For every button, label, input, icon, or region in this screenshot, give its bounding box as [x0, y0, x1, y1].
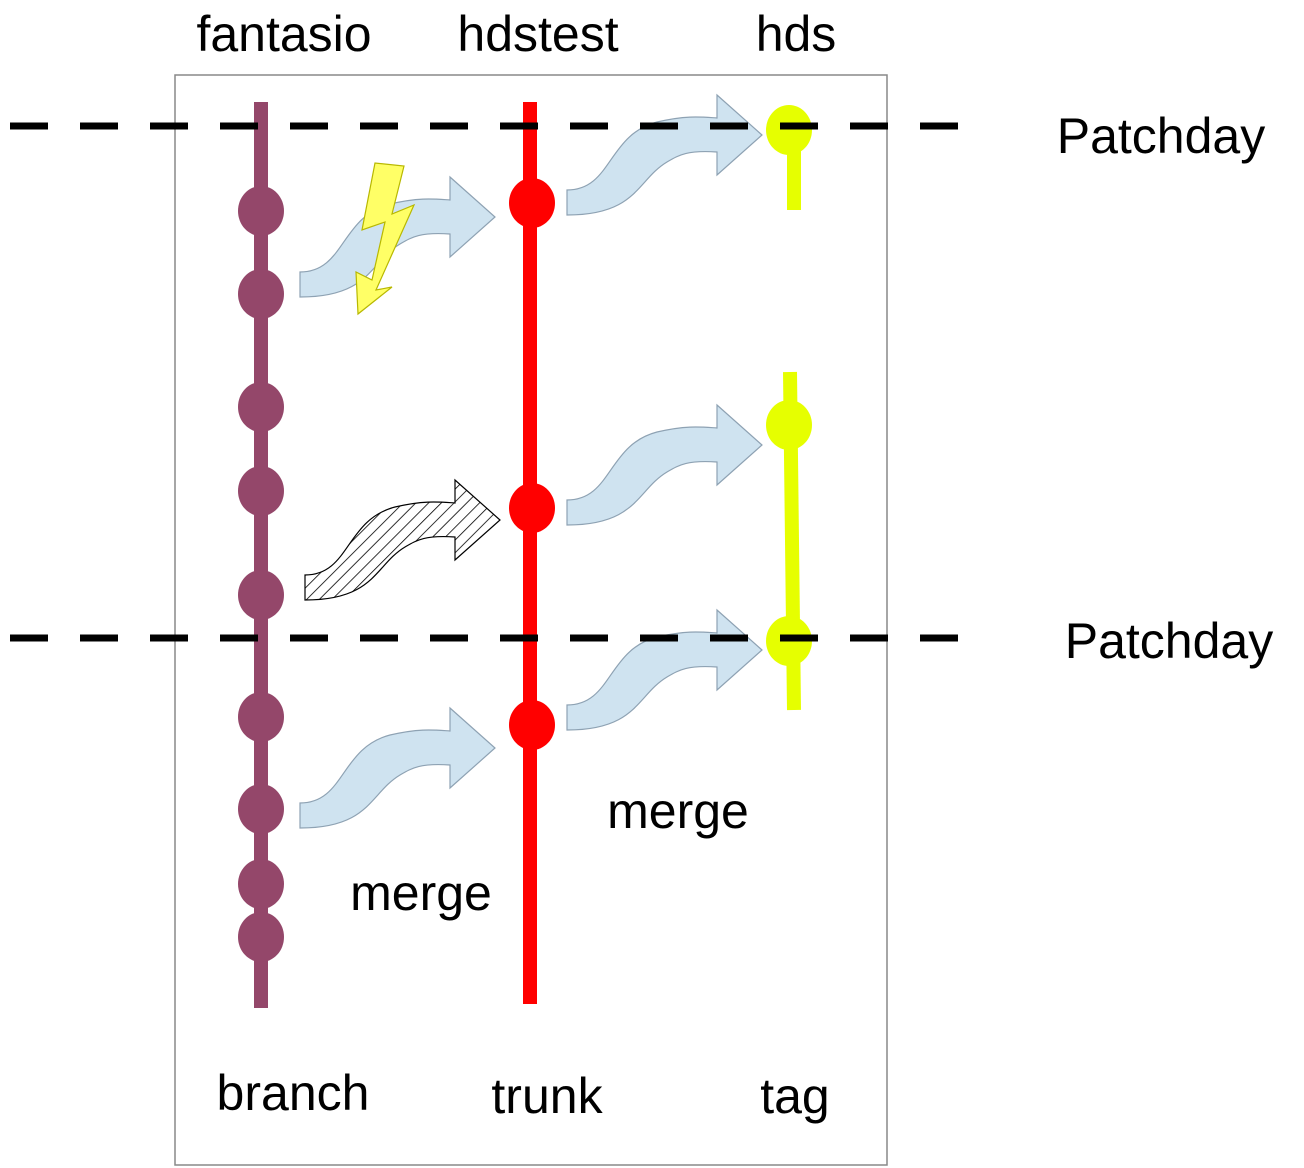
merge-arrow: [299, 707, 496, 829]
trunk-line: [509, 102, 555, 1004]
role-label-trunk: trunk: [491, 1068, 603, 1124]
branch-commit: [238, 692, 284, 742]
role-label-tag: tag: [760, 1068, 830, 1124]
column-label-hdstest: hdstest: [457, 6, 618, 62]
branch-commit: [238, 186, 284, 236]
tag-line-bottom: [766, 371, 812, 711]
merge-label-left: merge: [350, 865, 492, 921]
patchday-label-top: Patchday: [1057, 108, 1265, 164]
hatched-arrow-icon: [304, 479, 501, 601]
branch-commit: [238, 269, 284, 319]
patchday-label-bottom: Patchday: [1065, 613, 1273, 669]
tag-line-top: [766, 105, 812, 210]
trunk-commit: [509, 483, 555, 533]
diagram-frame: [174, 74, 888, 1166]
merge-arrow: [566, 404, 763, 526]
role-label-branch: branch: [217, 1065, 370, 1121]
trunk-commit: [509, 700, 555, 750]
merge-label-right: merge: [607, 783, 749, 839]
merge-arrow: [566, 94, 763, 216]
lightning-icon: [355, 162, 416, 316]
trunk-commit: [509, 178, 555, 228]
column-label-fantasio: fantasio: [196, 6, 371, 62]
column-label-hds: hds: [756, 6, 837, 62]
branch-commit: [238, 382, 284, 432]
branch-commit: [238, 570, 284, 620]
branch-commit: [238, 859, 284, 909]
branch-commit: [238, 466, 284, 516]
branch-line: [238, 102, 284, 1008]
branch-commit: [238, 784, 284, 834]
tag-commit: [766, 105, 812, 155]
merge-arrow: [566, 609, 763, 731]
tag-commit: [766, 400, 812, 450]
branch-commit: [238, 912, 284, 962]
